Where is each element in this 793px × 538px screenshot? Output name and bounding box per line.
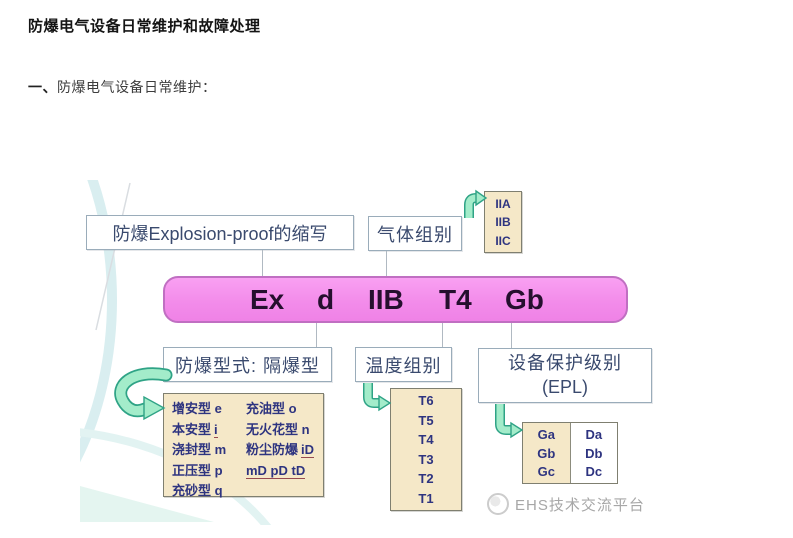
type-item: 正压型 p (172, 461, 246, 482)
type-item-text: 粉尘防爆 (246, 442, 299, 457)
type-item-text: 无火花型 n (246, 421, 310, 437)
protection-type-label-box: 防爆型式: 隔爆型 (163, 347, 332, 382)
background-arc (80, 180, 117, 463)
type-item-text: 浇封型 m (172, 442, 227, 457)
epl-gas-column: Ga Gb Gc (523, 423, 571, 483)
connector-bar-to-type (316, 322, 317, 347)
epl-level-item: Da (585, 426, 603, 442)
temp-class-item: T1 (418, 490, 434, 506)
temp-class-item: T4 (418, 432, 434, 448)
epl-level-item: Ga (537, 426, 555, 442)
abbr-label: 防爆Explosion-proof的缩写 (112, 223, 328, 244)
epl-level-item: Db (585, 445, 603, 461)
ex-marking-bar: Ex d IIB T4 Gb (163, 276, 628, 323)
protection-type-label: 防爆型式: 隔爆型 (174, 355, 320, 376)
temp-class-item: T6 (418, 393, 434, 409)
type-item-text: 充油型 o (246, 401, 297, 416)
temp-class-item: T3 (418, 451, 434, 467)
connector-bar-to-temp (442, 322, 443, 347)
type-item-text: 正压型 p (172, 462, 223, 478)
gas-group-label: 气体组别 (377, 224, 453, 245)
epl-level-item: Dc (585, 464, 603, 480)
background-line (95, 182, 131, 331)
protection-types-arrow-icon (114, 367, 173, 421)
tempclass-token: T4 (439, 283, 472, 315)
gas-group-item: IIA (495, 196, 511, 211)
watermark-logo-icon (487, 493, 509, 515)
watermark: EHS技术交流平台 (487, 493, 645, 515)
epl-token: Gb (505, 283, 544, 315)
epl-label-line2: (EPL) (541, 376, 588, 397)
type-item: 增安型 e (172, 399, 246, 420)
connector-gas-to-bar (386, 251, 387, 276)
page-title: 防爆电气设备日常维护和故障处理 (28, 18, 261, 35)
temp-class-label: 温度组别 (365, 355, 442, 376)
type-item-code: mD pD tD (246, 462, 306, 479)
type-item-text: 增安型 e (172, 401, 222, 416)
gas-groups-list-box: IIA IIB IIC (484, 191, 522, 253)
type-item-code: i (214, 421, 218, 438)
temp-classes-list-box: T6 T5 T4 T3 T2 T1 (390, 388, 462, 511)
epl-level-item: Gb (537, 445, 556, 461)
connector-bar-to-epl (511, 322, 512, 348)
abbr-label-box: 防爆Explosion-proof的缩写 (86, 215, 354, 250)
section-number: 一、 (28, 79, 57, 95)
gas-group-label-box: 气体组别 (368, 216, 462, 251)
epl-level-item: Gc (537, 464, 555, 480)
temp-class-label-box: 温度组别 (355, 347, 452, 382)
type-item-text: 本安型 (172, 421, 212, 437)
type-item: 浇封型 m (172, 440, 246, 461)
type-item: 充砂型 q (172, 481, 246, 502)
watermark-text: EHS技术交流平台 (515, 496, 645, 514)
connector-abbr-to-bar (262, 250, 263, 276)
type-item: 充油型 o (246, 399, 319, 420)
gasgroup-token: IIB (368, 283, 404, 315)
section-text: 防爆电气设备日常维护： (57, 79, 217, 95)
section-heading: 一、防爆电气设备日常维护： (28, 77, 217, 97)
type-token: d (317, 283, 335, 315)
temp-class-item: T5 (418, 412, 434, 428)
epl-label-line1: 设备保护级别 (508, 353, 622, 374)
type-item: 无火花型 n (246, 420, 319, 441)
type-item: mD pD tD (246, 461, 319, 482)
type-item-text: 充砂型 q (172, 483, 223, 498)
gas-group-item: IIB (495, 215, 511, 229)
epl-levels-grid-box: Ga Gb Gc Da Db Dc (522, 422, 618, 484)
temp-class-item: T2 (418, 471, 434, 487)
epl-dust-column: Da Db Dc (571, 423, 618, 483)
epl-label-box: 设备保护级别 (EPL) (478, 348, 652, 403)
temp-classes-arrow-icon (363, 383, 392, 412)
gas-group-item: IIC (495, 233, 511, 248)
type-item-code: iD (301, 442, 315, 458)
ex-token: Ex (250, 283, 285, 315)
epl-grid-arrow-icon (495, 404, 524, 439)
